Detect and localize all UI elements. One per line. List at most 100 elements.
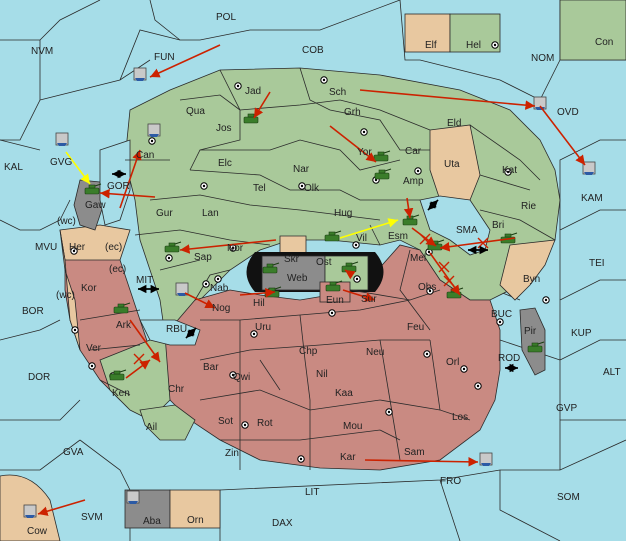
sea-labels: POL COB NVM FUN NOM OVD Con KAL GVG GOR … xyxy=(4,12,621,529)
land-label: Ark xyxy=(116,320,132,331)
land-label: Ken xyxy=(112,388,130,399)
sea-label: NVM xyxy=(31,46,53,57)
land-label: Web xyxy=(287,273,308,284)
sea-label: GVP xyxy=(556,403,577,414)
sea-label: BOR xyxy=(22,306,44,317)
land-label: Olk xyxy=(304,183,320,194)
land-label: Elc xyxy=(218,158,232,169)
land-label: Ver xyxy=(86,343,102,354)
land-label: Bri xyxy=(492,220,504,231)
land-label: Jos xyxy=(216,123,232,134)
land-label: Ost xyxy=(316,257,332,268)
sea-label: ROD xyxy=(498,353,520,364)
land-label: Amp xyxy=(403,176,424,187)
land-label: Nil xyxy=(316,369,328,380)
land-label: Qua xyxy=(186,106,205,117)
green-ail xyxy=(139,404,196,441)
land-label: Ail xyxy=(146,422,157,433)
sea-label: KAM xyxy=(581,193,603,204)
land-label: Kaa xyxy=(335,388,353,399)
land-label: Kat xyxy=(502,165,517,176)
land-label: Vil xyxy=(356,233,367,244)
green-borders xyxy=(125,67,556,301)
land-label: Obs xyxy=(418,282,436,293)
sea-label: DOR xyxy=(28,372,50,383)
sea-label: (ec) xyxy=(109,264,126,275)
sea-label: LIT xyxy=(305,487,319,498)
land-label: Esm xyxy=(388,231,408,242)
land-label: Qwi xyxy=(233,372,250,383)
land-label: Nor xyxy=(227,243,244,254)
land-label: Uta xyxy=(444,159,460,170)
land-labels: Jad Qua Jos Sch Grh Elc Nar Car Yor Eld … xyxy=(27,40,540,537)
land-label: Mou xyxy=(343,421,362,432)
land-label: Can xyxy=(136,150,154,161)
land-label: Uru xyxy=(255,322,271,333)
land-label: Byn xyxy=(523,274,540,285)
sea-label: KUP xyxy=(571,328,592,339)
grey-pir xyxy=(519,307,546,376)
bay-gor xyxy=(99,139,131,226)
sea-label: SMA xyxy=(456,225,478,236)
sea-label: SVM xyxy=(81,512,103,523)
sea-label: RBU xyxy=(166,324,187,335)
land-label: Car xyxy=(405,146,422,157)
land-label: Yor xyxy=(357,147,372,158)
sea-label: TEI xyxy=(589,258,605,269)
land-label: Cow xyxy=(27,526,48,537)
sea-label: GOR xyxy=(107,181,130,192)
sea-label: MVU xyxy=(35,242,57,253)
bay-west xyxy=(139,319,201,346)
land-label: Gaw xyxy=(85,200,106,211)
land-label: Eun xyxy=(326,295,344,306)
land-label: Orn xyxy=(187,515,204,526)
land-label: Zin xyxy=(225,448,239,459)
sea-label: FUN xyxy=(154,52,175,63)
legend-box-orn xyxy=(169,489,221,529)
land-label: Chp xyxy=(299,346,318,357)
red-borders xyxy=(79,249,471,470)
sea-label: BUC xyxy=(491,309,512,320)
land-label: Aba xyxy=(143,516,161,527)
land-label: Neu xyxy=(366,347,384,358)
land-label: Her xyxy=(69,242,86,253)
land-label: Hil xyxy=(253,298,265,309)
land-label: Nab xyxy=(210,283,229,294)
sea-label: COB xyxy=(302,45,324,56)
land-label: Sch xyxy=(329,87,346,98)
land-label: Sam xyxy=(404,447,425,458)
land-label: Hug xyxy=(334,208,352,219)
land-label: Skr xyxy=(284,254,300,265)
sea-label: SOM xyxy=(557,492,580,503)
land-label: Bar xyxy=(203,362,219,373)
land-label: Feu xyxy=(407,322,424,333)
land-label: Nar xyxy=(293,164,310,175)
land-label: Gur xyxy=(156,208,173,219)
land-label: Eld xyxy=(447,118,461,129)
sea-label: POL xyxy=(216,12,236,23)
land-label: Orl xyxy=(446,357,459,368)
connector-arrows xyxy=(112,169,518,373)
land-label: Hel xyxy=(466,40,481,51)
tan-west xyxy=(59,229,81,351)
red-territory xyxy=(159,244,501,471)
sea-label: MIT xyxy=(136,275,153,286)
land-label: Sur xyxy=(361,294,377,305)
sea-label: DAX xyxy=(272,518,293,529)
land-label: Nog xyxy=(212,303,230,314)
land-label: Tel xyxy=(253,183,266,194)
sea-label: (wc) xyxy=(56,290,75,301)
land-label: Elf xyxy=(425,40,437,51)
sea-label: FRO xyxy=(440,476,461,487)
sea-label: NOM xyxy=(531,53,554,64)
corner-con xyxy=(559,0,626,61)
land-label: Chr xyxy=(168,384,185,395)
move-arrows xyxy=(37,44,586,516)
sea-label: GVG xyxy=(50,157,72,168)
land-label: Kor xyxy=(81,283,97,294)
land-label: Sot xyxy=(218,416,233,427)
land-label: Rot xyxy=(257,418,273,429)
support-arrows xyxy=(65,151,399,239)
land-label: Mel xyxy=(410,253,426,264)
